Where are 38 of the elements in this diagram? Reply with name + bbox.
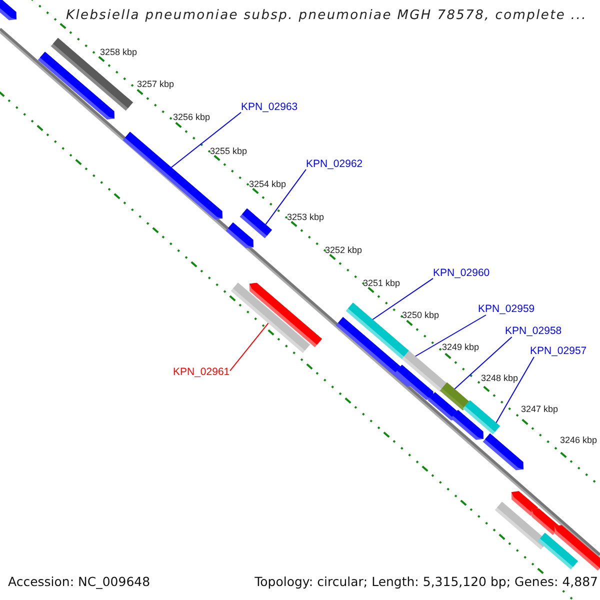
scale-label: 3254 kbp — [249, 179, 286, 190]
gene-label: KPN_02961 — [173, 366, 230, 378]
leader-line — [170, 112, 242, 168]
leader-line — [372, 278, 434, 320]
scale-label: 3253 kbp — [287, 212, 324, 222]
scale-label: 3257 kbp — [137, 79, 174, 90]
leader-line — [414, 314, 486, 357]
gene-bar — [249, 282, 322, 348]
info-text: Topology: circular; Length: 5,315,120 bp; Genes: 4,887 — [254, 575, 598, 590]
gene-bar — [462, 400, 500, 434]
leader-line — [496, 356, 534, 424]
gene-label: KPN_02962 — [306, 158, 363, 170]
scale-label: 3251 kbp — [363, 278, 400, 288]
gene-label: KPN_02959 — [478, 303, 535, 316]
title: Klebsiella pneumoniae subsp. pneumoniae MGH 78578, complete ... — [66, 9, 587, 24]
scale-label: 3256 kbp — [173, 112, 210, 122]
scale-label: 3258 kbp — [100, 47, 138, 58]
scale-label: 3250 kbp — [402, 310, 440, 320]
scale-label: 3248 kbp — [481, 373, 518, 384]
scale-label: 3246 kbp — [560, 435, 598, 446]
scale-label: 3249 kbp — [442, 342, 480, 352]
leader-line — [454, 336, 512, 390]
scale-label: 3255 kbp — [210, 146, 248, 156]
scale-label: 3252 kbp — [325, 245, 362, 256]
gene-bar — [226, 222, 254, 248]
leader-line — [265, 168, 306, 225]
gene-label: KPN_02960 — [433, 267, 490, 280]
gene-bar — [402, 350, 447, 392]
info-text: Accession: NC_009648 — [8, 575, 150, 590]
gene-label: KPN_02958 — [505, 325, 562, 338]
gene-bar — [554, 525, 600, 571]
gene-bar — [482, 433, 524, 470]
gene-label: KPN_02957 — [530, 345, 587, 358]
scale-label: 3247 kbp — [521, 404, 558, 414]
leader-line — [230, 322, 269, 372]
gene-bar — [0, 0, 16, 20]
gene-bar — [240, 208, 272, 238]
gene-label: KPN_02963 — [241, 101, 298, 114]
